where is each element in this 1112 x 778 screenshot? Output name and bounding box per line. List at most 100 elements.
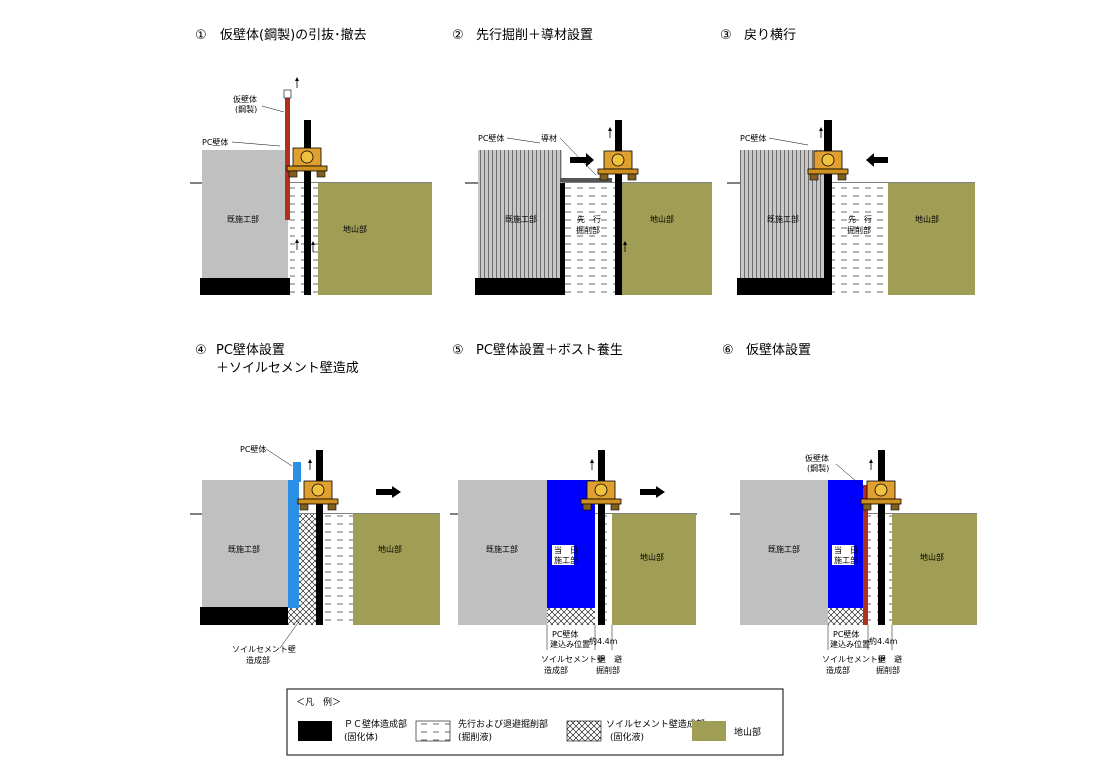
label-excavation-1: 先 行 [577, 214, 601, 224]
label-ground: 地山部 [343, 224, 367, 234]
label-existing: 既施工部 [227, 214, 259, 224]
label-soil-cement-1: ソイルセメント壁 [232, 644, 296, 654]
arrow-right-icon [376, 486, 401, 498]
excavation-section [565, 183, 615, 295]
panel-6-title: 仮壁体設置 [746, 342, 811, 358]
panel-6-number: ⑥ [722, 343, 734, 358]
panel-4: ④ PC壁体設置 ＋ソイルセメント壁造成 PC壁体 既施工部 地山部 ソイルセメ… [190, 342, 440, 665]
label-ground: 地山部 [650, 214, 674, 224]
ground-section [622, 183, 712, 295]
label-pc-position-2: 建込み位置 [550, 639, 590, 649]
panel-3-number: ③ [720, 28, 732, 43]
panel-5-number: ⑤ [452, 343, 464, 358]
label-soil-cement-2: 造成部 [826, 665, 850, 675]
label-soil-cement-1: ソイルセメント壁 [822, 654, 886, 664]
label-soil-cement-2: 造成部 [246, 655, 270, 665]
panel-2: ② 先行掘削＋導材設置 PC壁体 導材 既施工部 先 行 掘削部 地山部 [452, 27, 712, 295]
panel-4-number: ④ [195, 343, 207, 358]
arrow-right-icon [570, 153, 594, 167]
label-ground: 地山部 [640, 552, 664, 562]
label-today-2: 施工部 [834, 555, 858, 565]
panel-4-title-2: ＋ソイルセメント壁造成 [216, 361, 359, 376]
auger-rod [615, 120, 622, 295]
legend-item-1-line2: (固化体) [344, 731, 378, 743]
pc-wall-solid [737, 278, 827, 295]
label-pc-position-1: PC壁体 [833, 629, 859, 639]
label-temp-wall: 仮壁体 [805, 453, 829, 463]
label-pc-position-1: PC壁体 [552, 629, 578, 639]
existing-section [202, 480, 288, 607]
auger-rod [316, 450, 323, 625]
label-excavation-2: 掘削部 [576, 225, 600, 235]
panel-1: ① 仮壁体(鋼製)の引抜･撤去 仮壁体 (鋼製) PC壁体 既施工部 地山部 [190, 27, 432, 295]
arrow-up-icon [818, 126, 824, 139]
label-temp-wall-sub: (鋼製) [807, 463, 829, 473]
pc-wall-solid [475, 278, 565, 295]
existing-section [458, 480, 547, 625]
soil-cement-section [547, 608, 595, 625]
arrow-up-icon [307, 458, 313, 471]
label-soil-cement-1: ソイルセメント壁 [541, 654, 605, 664]
label-today-2: 施工部 [554, 555, 578, 565]
label-approx-width: 約4.4m [869, 636, 898, 646]
existing-section [740, 480, 828, 625]
label-existing: 既施工部 [228, 544, 260, 554]
ground-section [353, 514, 440, 625]
ground-section [888, 183, 975, 295]
legend-item-2-line2: (掘削液) [458, 731, 492, 743]
panel-2-title: 先行掘削＋導材設置 [476, 27, 593, 43]
label-pc-wall: PC壁体 [240, 444, 266, 454]
label-ground: 地山部 [920, 552, 944, 562]
auger-rod [304, 120, 311, 295]
excavation-section [323, 514, 353, 625]
legend-swatch-soil-cement [566, 720, 602, 742]
label-existing: 既施工部 [505, 214, 537, 224]
legend-item-3-line2: (固化液) [610, 731, 644, 743]
label-excavation-1: 先 行 [848, 214, 872, 224]
legend-heading: ＜凡 例＞ [296, 696, 341, 708]
arrow-left-icon [866, 153, 888, 167]
ground-section [892, 514, 977, 625]
pc-wall-solid [200, 278, 292, 295]
label-existing: 既施工部 [486, 544, 518, 554]
guide-material [560, 178, 612, 182]
panel-4-title: PC壁体設置 [216, 342, 285, 358]
panel-5-title: PC壁体設置＋ボスト養生 [476, 342, 623, 358]
legend-swatch-pc [298, 721, 332, 741]
auger-rod [878, 450, 885, 625]
auger-rod [824, 120, 832, 295]
excavation-section [832, 183, 888, 295]
pc-wall-blue [288, 480, 299, 608]
label-today-1: 当 日 [834, 545, 858, 555]
panel-6: ⑥ 仮壁体設置 仮壁体 (鋼製) 既施工部 当 日 施工部 地山部 PC壁体 建… [722, 342, 977, 675]
legend: ＜凡 例＞ ＰＣ壁体造成部 (固化体) 先行および退避掘削部 (掘削液) ソイル… [286, 688, 784, 756]
panel-3-title: 戻り横行 [744, 28, 796, 43]
label-ground: 地山部 [378, 544, 402, 554]
pc-wall-blue [828, 480, 863, 608]
label-excavation-2: 掘削部 [847, 225, 871, 235]
panel-1-number: ① [195, 28, 207, 43]
label-guide: 導材 [541, 133, 557, 143]
label-retreat-1: 退 避 [598, 654, 622, 664]
panel-3: ③ 戻り横行 PC壁体 既施工部 先 行 掘削部 地山部 [720, 28, 975, 295]
arrow-right-icon [640, 486, 665, 498]
label-approx-width: 約4.4m [589, 636, 618, 646]
arrow-up-icon [589, 458, 595, 471]
pc-wall-blue [293, 462, 301, 482]
label-temp-wall-sub: (鋼製) [235, 104, 257, 114]
legend-item-2-line1: 先行および退避掘削部 [458, 718, 548, 730]
label-existing: 既施工部 [768, 544, 800, 554]
legend-item-3-line1: ソイルセメント壁造成部 [606, 718, 705, 730]
panel-1-title: 仮壁体(鋼製)の引抜･撤去 [220, 27, 367, 43]
legend-item-1-line1: ＰＣ壁体造成部 [344, 718, 407, 730]
existing-section [202, 150, 288, 278]
label-existing: 既施工部 [767, 214, 799, 224]
panel-2-number: ② [452, 28, 464, 43]
panel-5: ⑤ PC壁体設置＋ボスト養生 既施工部 当 日 施工部 地山部 PC壁体 建込み… [450, 342, 697, 675]
arrow-up-icon [868, 458, 874, 471]
label-today-1: 当 日 [554, 545, 578, 555]
label-pc-wall: PC壁体 [478, 133, 504, 143]
legend-swatch-excavation [415, 720, 451, 742]
legend-swatch-ground [692, 721, 726, 741]
